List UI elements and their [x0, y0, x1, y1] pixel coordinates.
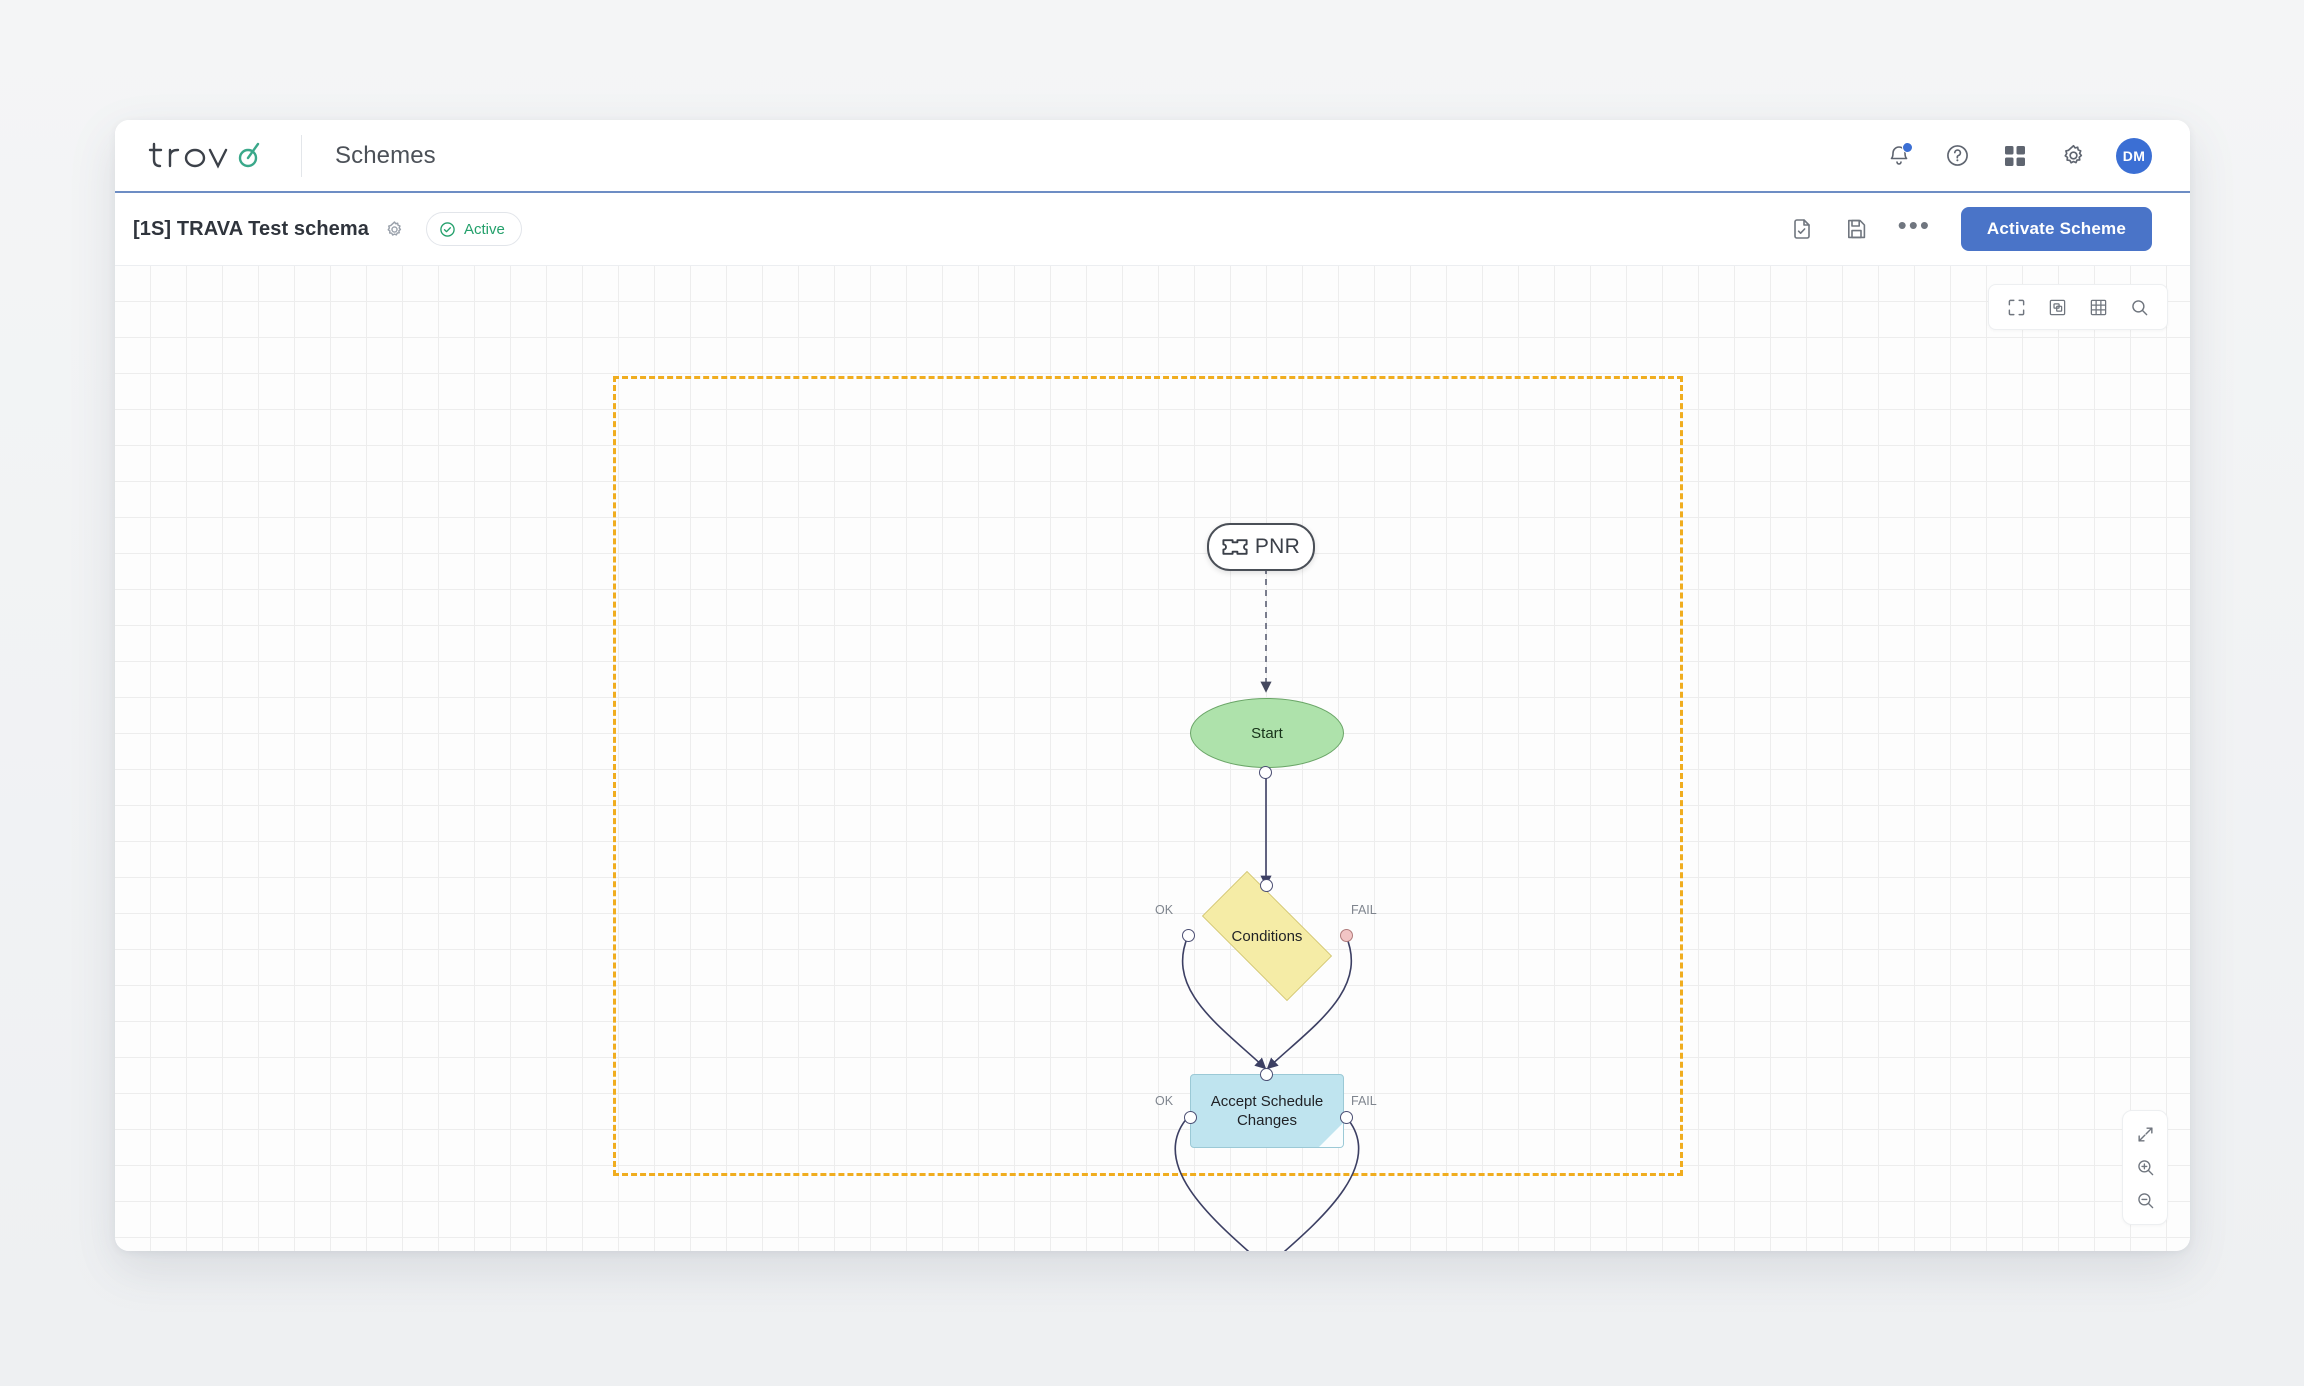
check-circle-icon [440, 221, 455, 237]
notifications-bell-icon[interactable] [1884, 141, 1914, 171]
search-icon[interactable] [2130, 298, 2149, 317]
node-accept-fail-label: FAIL [1351, 1094, 1377, 1108]
settings-gear-icon[interactable] [2058, 141, 2088, 171]
zoom-out-icon[interactable] [2136, 1191, 2155, 1210]
node-conditions[interactable]: Conditions [1182, 871, 1352, 1001]
node-accept-ok-label: OK [1155, 1094, 1174, 1108]
node-conditions-label: Conditions [1231, 927, 1303, 945]
avatar[interactable]: DM [2116, 137, 2152, 174]
validate-document-icon[interactable] [1790, 217, 1814, 241]
notification-badge [1902, 141, 1913, 153]
expand-icon[interactable] [2136, 1125, 2155, 1144]
minimap-icon[interactable] [2048, 298, 2067, 317]
node-accept-port-fail[interactable] [1340, 1111, 1353, 1124]
status-badge-label: Active [463, 220, 505, 238]
node-accept-port-ok[interactable] [1184, 1111, 1197, 1124]
apps-grid-icon[interactable] [2000, 141, 2030, 171]
app-header: Schemes [115, 120, 2190, 193]
canvas-toolbar [1988, 284, 2168, 330]
node-conditions-port-in[interactable] [1260, 879, 1273, 892]
scheme-title: [1S] TRAVA Test schema [133, 217, 369, 240]
node-accept-schedule-changes-label: Accept Schedule Changes [1210, 1092, 1324, 1129]
node-start[interactable]: Start [1190, 698, 1344, 768]
ticket-icon [1222, 539, 1248, 555]
node-conditions-port-fail[interactable] [1340, 929, 1353, 942]
node-corner-fold [1318, 1122, 1343, 1147]
selection-frame [613, 376, 1683, 1176]
status-badge[interactable]: Active [425, 212, 522, 246]
scheme-canvas[interactable]: PNR Start Conditions OK FAIL Accept Sche… [115, 266, 2190, 1251]
node-accept-schedule-changes[interactable]: Accept Schedule Changes [1190, 1074, 1344, 1148]
zoom-controls [2122, 1110, 2168, 1225]
app-window: Schemes [115, 120, 2190, 1251]
scheme-settings-gear-icon[interactable] [385, 220, 404, 239]
pnr-badge[interactable]: PNR [1207, 523, 1315, 571]
help-icon[interactable] [1942, 141, 1972, 171]
save-icon[interactable] [1844, 217, 1868, 241]
node-start-label: Start [1251, 724, 1283, 742]
scheme-toolbar: [1S] TRAVA Test schema Active [115, 193, 2190, 266]
header-actions: DM [1884, 137, 2190, 174]
node-conditions-fail-label: FAIL [1351, 903, 1377, 917]
fit-to-screen-icon[interactable] [2007, 298, 2026, 317]
toggle-grid-icon[interactable] [2089, 298, 2108, 317]
pnr-label: PNR [1254, 535, 1301, 558]
activate-scheme-button[interactable]: Activate Scheme [1960, 207, 2152, 251]
trava-logo-icon [148, 142, 260, 169]
scheme-toolbar-actions: ••• Activate Scheme [1790, 207, 2152, 251]
page-title: Schemes [335, 141, 436, 169]
node-conditions-port-ok[interactable] [1182, 929, 1195, 942]
trava-logo[interactable] [115, 120, 301, 191]
node-conditions-ok-label: OK [1155, 903, 1174, 917]
more-options-icon[interactable]: ••• [1897, 210, 1931, 240]
header-divider [301, 134, 302, 177]
zoom-in-icon[interactable] [2136, 1158, 2155, 1177]
node-accept-port-in[interactable] [1260, 1068, 1273, 1081]
node-start-port-out[interactable] [1259, 766, 1272, 779]
